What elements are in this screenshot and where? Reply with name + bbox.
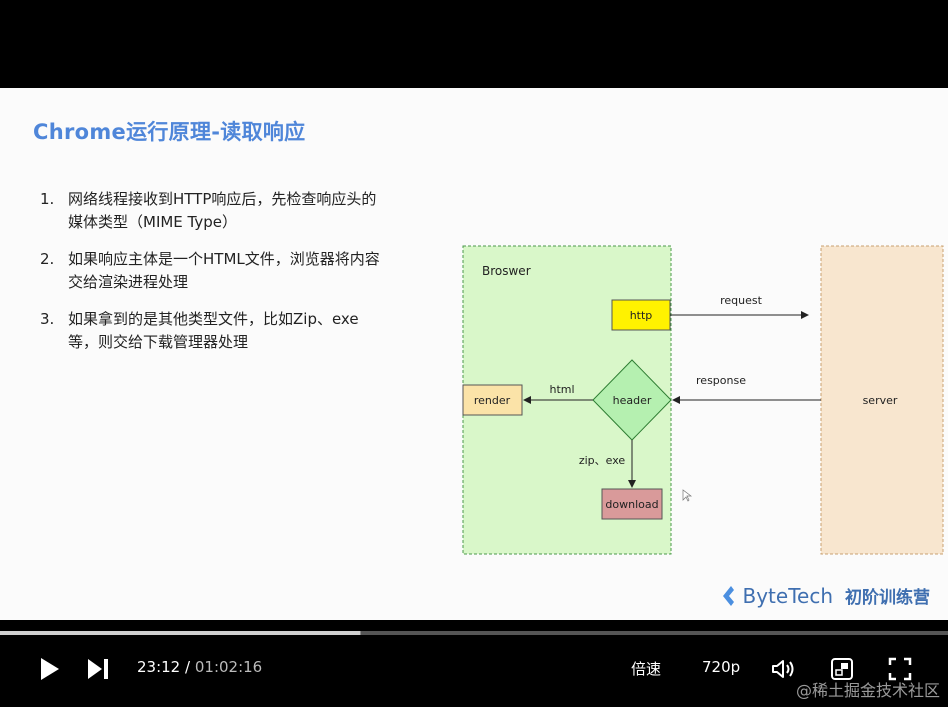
- zip-exe-label: zip、exe: [579, 454, 626, 467]
- bytetech-logo-icon: [722, 585, 734, 606]
- play-button[interactable]: [34, 654, 64, 684]
- brand-name: ByteTech: [742, 583, 834, 608]
- list-text: 网络线程接收到HTTP响应后，先检查响应头的媒体类型（MIME Type）: [68, 190, 377, 231]
- picture-in-picture-icon: [831, 658, 853, 680]
- http-box: [611, 299, 671, 331]
- render-label: render: [474, 394, 511, 407]
- browser-label: Broswer: [482, 264, 531, 278]
- next-icon: [88, 659, 108, 679]
- control-bar: 23:12 / 01:02:16 倍速 720p: [0, 640, 948, 707]
- fullscreen-button[interactable]: [886, 655, 914, 683]
- progress-bar[interactable]: [0, 631, 948, 635]
- list-text: 如果拿到的是其他类型文件，比如Zip、exe等，则交给下载管理器处理: [68, 310, 359, 351]
- flow-diagram: Broswer server http request header respo…: [462, 245, 944, 555]
- list-number: 1.: [40, 190, 55, 208]
- html-label: html: [549, 383, 574, 396]
- download-box: [601, 488, 663, 520]
- download-label: download: [605, 498, 658, 511]
- slide: Chrome运行原理-读取响应 1. 网络线程接收到HTTP响应后，先检查响应头…: [0, 88, 948, 620]
- quality-button[interactable]: 720p: [702, 658, 741, 676]
- current-time: 23:12: [137, 658, 181, 676]
- list-item: 3. 如果拿到的是其他类型文件，比如Zip、exe等，则交给下载管理器处理: [40, 308, 380, 354]
- list-number: 2.: [40, 250, 55, 268]
- cursor-icon: [682, 489, 693, 502]
- brand-subtitle: 初阶训练营: [845, 588, 930, 608]
- list-text: 如果响应主体是一个HTML文件，浏览器将内容交给渲染进程处理: [68, 250, 380, 291]
- duration: 01:02:16: [194, 658, 263, 676]
- time-display: 23:12 / 01:02:16: [137, 658, 262, 676]
- time-separator: /: [185, 658, 191, 676]
- list-number: 3.: [40, 310, 55, 328]
- played-fill: [0, 631, 361, 635]
- speed-button[interactable]: 倍速: [631, 660, 662, 678]
- list-item: 1. 网络线程接收到HTTP响应后，先检查响应头的媒体类型（MIME Type）: [40, 188, 380, 234]
- pip-button[interactable]: [828, 655, 856, 683]
- volume-button[interactable]: [770, 655, 798, 683]
- http-label: http: [630, 309, 653, 322]
- list-item: 2. 如果响应主体是一个HTML文件，浏览器将内容交给渲染进程处理: [40, 248, 380, 294]
- brand-logo: ByteTech 初阶训练营: [721, 583, 930, 608]
- fullscreen-icon: [888, 657, 912, 681]
- bullet-list: 1. 网络线程接收到HTTP响应后，先检查响应头的媒体类型（MIME Type）…: [40, 188, 380, 368]
- render-box: [462, 384, 523, 416]
- server-box: [820, 245, 944, 555]
- request-label: request: [720, 294, 763, 307]
- volume-icon: [772, 660, 794, 678]
- server-label: server: [863, 394, 898, 407]
- play-icon: [41, 658, 59, 680]
- watermark: @稀土掘金技术社区: [795, 681, 940, 700]
- slide-title: Chrome运行原理-读取响应: [33, 120, 306, 144]
- next-button[interactable]: [84, 655, 112, 683]
- header-label: header: [613, 394, 652, 407]
- response-label: response: [696, 374, 746, 387]
